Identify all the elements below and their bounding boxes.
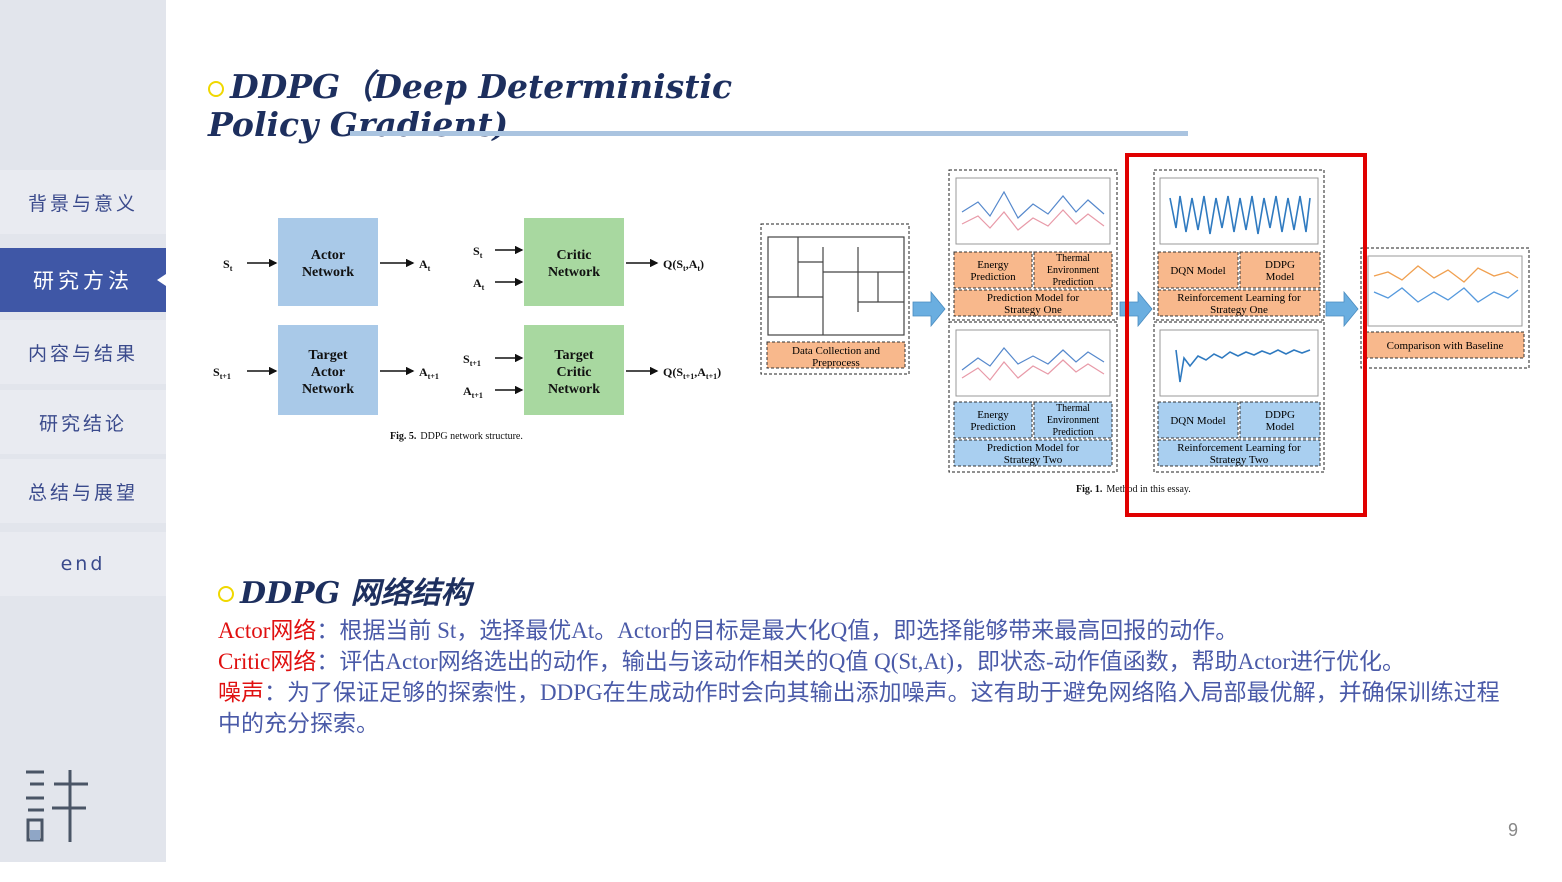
sidebar-item-research-method[interactable]: 研究方法: [0, 248, 166, 312]
svg-text:St+1: St+1: [463, 352, 481, 368]
svg-text:Prediction: Prediction: [1052, 427, 1093, 438]
bullet-circle-icon: [218, 586, 234, 602]
sidebar-item-end[interactable]: end: [0, 532, 166, 596]
svg-text:At+1: At+1: [419, 365, 439, 381]
svg-text:DQN Model: DQN Model: [1170, 415, 1225, 427]
svg-text:Critic: Critic: [557, 248, 592, 263]
page-title: DDPG（Deep Deterministic Policy Gradient): [208, 67, 733, 144]
svg-text:Reinforcement Learning for: Reinforcement Learning for: [1177, 442, 1301, 454]
sidebar-item-content-results[interactable]: 内容与结果: [0, 320, 166, 384]
svg-text:Energy: Energy: [977, 259, 1009, 271]
section-heading: DDPG 网络结构: [218, 575, 1508, 613]
sidebar-item-label: 研究方法: [33, 269, 133, 293]
actor-network-box: [278, 218, 378, 306]
svg-text:Environment: Environment: [1047, 265, 1099, 276]
svg-text:Q(St+1,At+1): Q(St+1,At+1): [663, 365, 721, 381]
svg-text:Model: Model: [1266, 421, 1295, 433]
svg-text:Prediction: Prediction: [1052, 277, 1093, 288]
sidebar-item-label: 内容与结果: [27, 342, 138, 365]
ddpg-network-figure: Actor Network Target Actor Network Criti…: [213, 218, 721, 442]
logo: [26, 770, 88, 842]
svg-text:DDPG: DDPG: [1265, 259, 1295, 271]
page-number: 9: [1508, 820, 1519, 840]
svg-text:Network: Network: [548, 382, 600, 397]
svg-text:St: St: [223, 257, 233, 273]
content-section: DDPG 网络结构 Actor网络：根据当前 St，选择最优At。Actor的目…: [218, 575, 1508, 739]
sidebar-item-summary[interactable]: 总结与展望: [0, 459, 166, 523]
svg-text:Actor: Actor: [311, 365, 345, 380]
svg-text:Prediction: Prediction: [970, 271, 1016, 283]
target-actor-network-box: [278, 325, 378, 415]
flow-arrow: [1119, 290, 1153, 328]
svg-text:St+1: St+1: [213, 365, 231, 381]
figure-caption: Fig. 1.Method in this essay.: [1076, 484, 1191, 495]
svg-text:Target: Target: [554, 348, 593, 363]
critic-paragraph: Critic网络：评估Actor网络选出的动作，输出与该动作相关的Q值 Q(St…: [218, 649, 1406, 674]
svg-text:Thermal: Thermal: [1056, 253, 1090, 264]
flow-arrow: [912, 290, 946, 328]
sidebar: 背景与意义 研究方法 内容与结果 研究结论 总结与展望 end: [0, 0, 166, 862]
sidebar-item-label: 总结与展望: [27, 481, 138, 504]
svg-text:Energy: Energy: [977, 409, 1009, 421]
svg-text:Strategy Two: Strategy Two: [1004, 454, 1063, 466]
svg-text:At: At: [419, 257, 431, 273]
svg-text:Strategy Two: Strategy Two: [1210, 454, 1269, 466]
method-flow-figure: Data Collection and Preprocess Energy Pr…: [760, 153, 1530, 517]
target-critic-network-box: [524, 325, 624, 415]
sidebar-item-label: 背景与意义: [27, 192, 138, 215]
svg-text:Environment: Environment: [1047, 415, 1099, 426]
svg-text:Target: Target: [308, 348, 347, 363]
svg-text:Reinforcement Learning for: Reinforcement Learning for: [1177, 292, 1301, 304]
sidebar-item-label: 研究结论: [38, 412, 127, 435]
svg-text:Q(St,At): Q(St,At): [663, 257, 704, 273]
svg-text:Preprocess: Preprocess: [812, 357, 860, 369]
critic-network-box: [524, 218, 624, 306]
svg-text:Network: Network: [302, 382, 354, 397]
svg-text:Thermal: Thermal: [1056, 403, 1090, 414]
svg-text:At+1: At+1: [463, 384, 483, 400]
bullet-circle-icon: [208, 81, 224, 97]
svg-text:St: St: [473, 244, 483, 260]
svg-text:Model: Model: [1266, 271, 1295, 283]
svg-text:Comparison with Baseline: Comparison with Baseline: [1387, 340, 1504, 352]
svg-text:Strategy One: Strategy One: [1004, 304, 1062, 316]
sidebar-item-label: end: [60, 553, 106, 575]
svg-text:At: At: [473, 276, 485, 292]
svg-text:Network: Network: [548, 265, 600, 280]
flow-arrow: [1325, 290, 1359, 328]
sidebar-item-conclusion[interactable]: 研究结论: [0, 390, 166, 454]
svg-text:Strategy One: Strategy One: [1210, 304, 1268, 316]
highlight-box: [1125, 153, 1367, 517]
svg-text:DQN Model: DQN Model: [1170, 265, 1225, 277]
title-underline: [350, 131, 1188, 136]
sidebar-item-background[interactable]: 背景与意义: [0, 170, 166, 234]
svg-text:Prediction Model for: Prediction Model for: [987, 442, 1080, 454]
figure-caption: Fig. 5.DDPG network structure.: [390, 431, 523, 442]
svg-text:Prediction Model for: Prediction Model for: [987, 292, 1080, 304]
svg-text:Data Collection and: Data Collection and: [792, 345, 880, 357]
svg-text:Actor: Actor: [311, 248, 345, 263]
actor-paragraph: Actor网络：根据当前 St，选择最优At。Actor的目标是最大化Q值，即选…: [218, 618, 1239, 643]
svg-text:Network: Network: [302, 265, 354, 280]
svg-text:Critic: Critic: [557, 365, 592, 380]
svg-text:DDPG: DDPG: [1265, 409, 1295, 421]
floorplan-image: [767, 236, 905, 336]
noise-paragraph: 噪声：为了保证足够的探索性，DDPG在生成动作时会向其输出添加噪声。这有助于避免…: [218, 680, 1500, 736]
svg-text:Prediction: Prediction: [970, 421, 1016, 433]
